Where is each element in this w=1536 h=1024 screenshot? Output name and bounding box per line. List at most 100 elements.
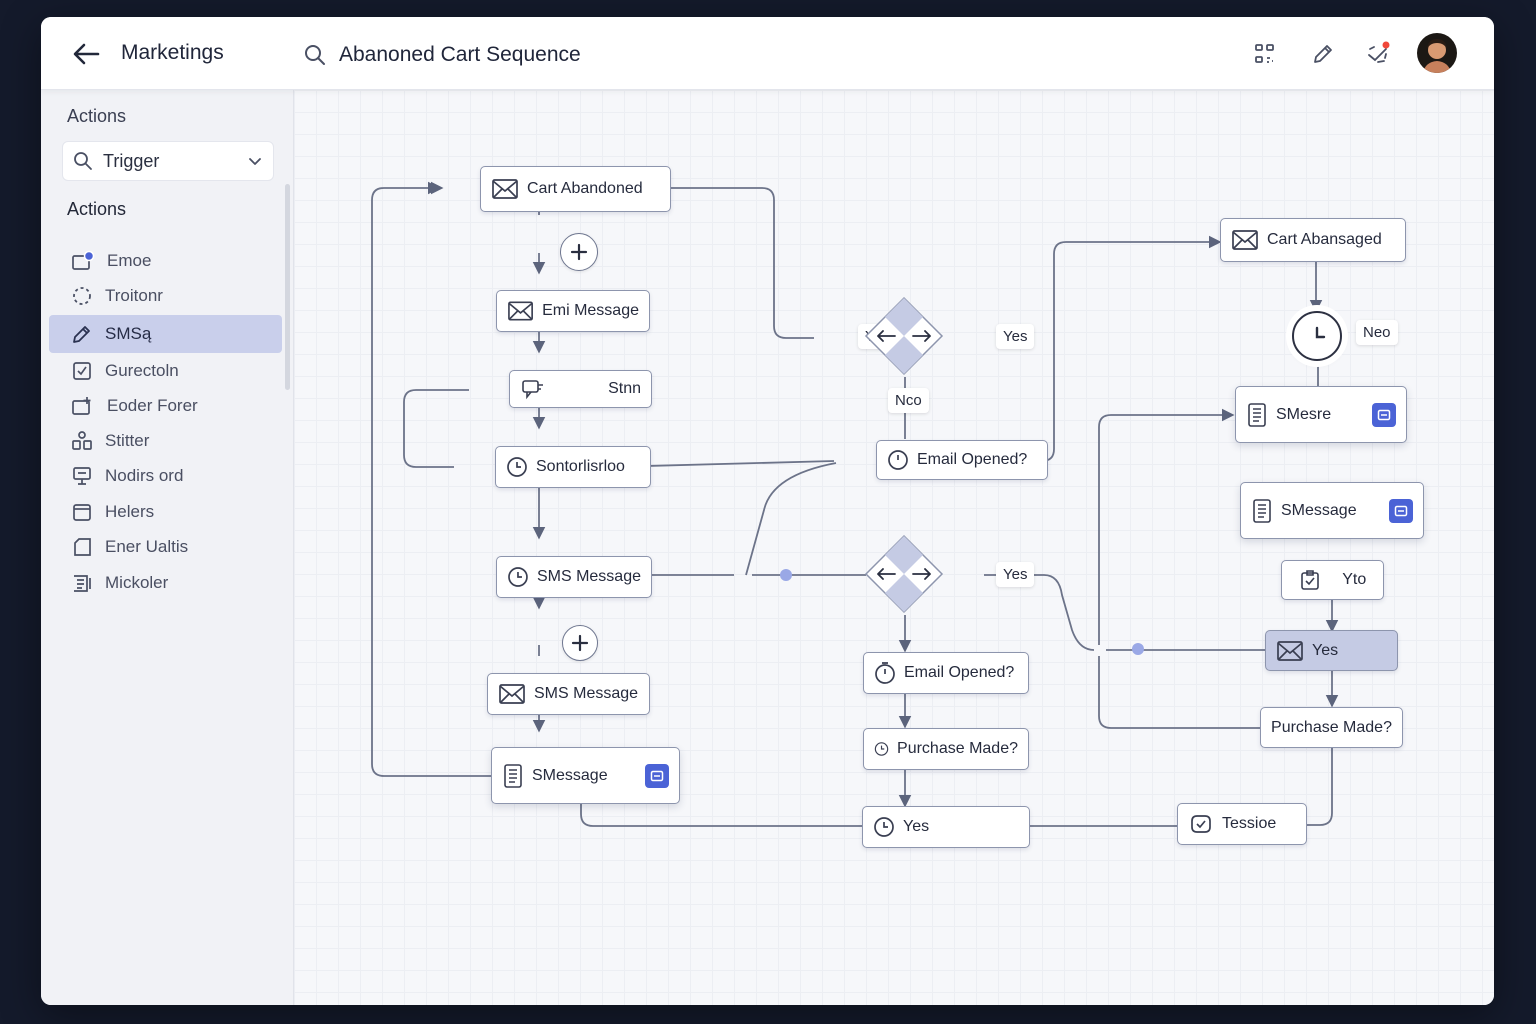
node-email-opened-2[interactable]: Email Opened? — [863, 652, 1029, 694]
node-label: SMesre — [1276, 405, 1332, 423]
sidebar-item-ener-ualtis[interactable]: Ener Ualtis — [49, 528, 282, 566]
node-purchase-made-right[interactable]: Purchase Made? — [1260, 707, 1403, 748]
avatar-icon — [1423, 39, 1451, 73]
clock-icon — [874, 742, 889, 756]
node-label: SMessage — [532, 766, 608, 784]
pencil-icon — [73, 326, 90, 343]
sidebar-item-troitonr[interactable]: Troitonr — [49, 277, 282, 315]
decision-node-1[interactable] — [864, 296, 944, 376]
loader-icon — [73, 287, 91, 305]
back-button[interactable] — [69, 39, 103, 69]
node-email-message[interactable]: Emi Message — [496, 290, 650, 332]
clock-icon — [874, 817, 894, 837]
mail-icon — [1232, 230, 1258, 250]
node-label: Emi Message — [542, 302, 639, 319]
mail-icon — [508, 301, 533, 321]
node-label: Cart Abandoned — [527, 180, 643, 197]
chevron-down-icon — [249, 158, 261, 165]
trigger-label: Trigger — [103, 150, 160, 171]
sidebar-item-label: Eoder Forer — [107, 396, 198, 415]
node-label: Stnn — [608, 380, 641, 397]
sidebar-heading-top: Actions — [67, 106, 127, 126]
user-avatar[interactable] — [1417, 33, 1457, 73]
document-icon — [504, 763, 522, 788]
clipboard-icon — [1300, 570, 1319, 590]
search-input[interactable] — [339, 43, 719, 67]
clock-icon — [1315, 326, 1326, 339]
node-label: Purchase Made? — [897, 740, 1018, 757]
sidebar-item-label: SMSą — [105, 324, 152, 343]
add-step-button[interactable] — [560, 233, 598, 271]
clock-icon — [888, 450, 908, 470]
sidebar-scrollbar[interactable] — [285, 184, 290, 390]
mail-icon — [492, 179, 518, 199]
node-label: SMS Message — [534, 685, 639, 702]
node-label: Yes — [1312, 641, 1339, 659]
notifications-button[interactable] — [1363, 39, 1393, 69]
decision-node-2[interactable] — [864, 534, 944, 614]
share-icon — [1368, 41, 1390, 63]
qr-button[interactable] — [1250, 39, 1280, 69]
message-badge-icon — [1389, 498, 1413, 523]
card-icon — [73, 504, 91, 521]
top-bar: Marketings — [41, 17, 1494, 90]
node-tessioe[interactable]: Tessioe — [1177, 803, 1307, 845]
clock-icon — [508, 567, 528, 587]
sidebar-item-label: Nodirs ord — [105, 466, 184, 485]
junction-dot — [1132, 643, 1144, 655]
folder-plus-icon — [72, 397, 91, 415]
node-label: SMS Message — [536, 568, 641, 585]
branch-label-no: Nco — [888, 388, 929, 413]
plus-icon — [570, 243, 588, 261]
node-sontorisroo[interactable]: Sontorlisrloo — [495, 446, 651, 488]
document-icon — [1248, 402, 1266, 427]
node-smesre[interactable]: SMesre — [1235, 386, 1407, 443]
trigger-dropdown[interactable]: Trigger — [62, 141, 274, 181]
sidebar-item-gurectoln[interactable]: Gurectoln — [49, 352, 282, 390]
node-stnn[interactable]: Stnn — [509, 370, 652, 408]
sidebar-item-label: Ener Ualtis — [105, 537, 189, 556]
search-icon — [305, 45, 325, 65]
node-smessage-left[interactable]: SMessage — [491, 747, 680, 804]
node-label: Purchase Made? — [1271, 718, 1392, 736]
sidebar-item-stitter[interactable]: Stitter — [49, 422, 282, 460]
chat-icon — [522, 380, 543, 400]
node-yes[interactable]: Yes — [862, 806, 1030, 848]
clock-icon — [507, 457, 527, 477]
sidebar-item-label: Stitter — [105, 431, 150, 450]
sidebar-item-sms[interactable]: SMSą — [49, 315, 282, 353]
node-label: Sontorlisrloo — [536, 458, 625, 475]
branch-label-neo: Neo — [1356, 320, 1398, 345]
node-purchase-made-mid[interactable]: Purchase Made? — [863, 728, 1029, 770]
node-sms-message-2[interactable]: SMS Message — [487, 673, 650, 715]
node-cart-abandoned[interactable]: Cart Abandoned — [480, 166, 671, 212]
search-box[interactable] — [303, 39, 723, 71]
workflow-canvas[interactable]: Cart Abandoned Emi Message Stnn Sontorli… — [294, 90, 1494, 1005]
sidebar-item-label: Troitonr — [105, 286, 163, 305]
node-sms-message-1[interactable]: SMS Message — [496, 556, 652, 598]
node-smessage-right[interactable]: SMessage — [1240, 482, 1424, 539]
node-cart-abansaged[interactable]: Cart Abansaged — [1220, 218, 1406, 262]
mail-icon — [1277, 640, 1303, 661]
node-label: Tessioe — [1222, 815, 1277, 832]
branch-label-yes: Yes — [996, 324, 1035, 349]
sidebar-item-eoder-forer[interactable]: Eoder Forer — [49, 387, 282, 425]
sidebar-item-helers[interactable]: Helers — [49, 493, 282, 531]
list-icon — [74, 575, 91, 592]
sidebar-item-emoe[interactable]: Emoe — [49, 242, 282, 280]
node-email-opened-1[interactable]: Email Opened? — [876, 440, 1048, 480]
wait-timer-node[interactable] — [1292, 311, 1342, 361]
sidebar-item-nodirs-ord[interactable]: Nodirs ord — [49, 457, 282, 495]
sidebar-item-mickoler[interactable]: Mickoler — [49, 564, 282, 602]
edit-button[interactable] — [1308, 39, 1338, 69]
add-step-button[interactable] — [562, 625, 598, 661]
message-badge-icon — [1372, 402, 1396, 427]
node-label: Email Opened? — [904, 664, 1015, 681]
node-label: Yto — [1342, 571, 1367, 588]
node-yto[interactable]: Yto — [1281, 560, 1384, 600]
node-label: Yes — [903, 818, 930, 835]
pencil-icon — [1314, 45, 1332, 63]
node-label: SMessage — [1281, 501, 1357, 519]
node-label: Cart Abansaged — [1267, 231, 1382, 248]
node-yes-filled[interactable]: Yes — [1265, 630, 1398, 671]
